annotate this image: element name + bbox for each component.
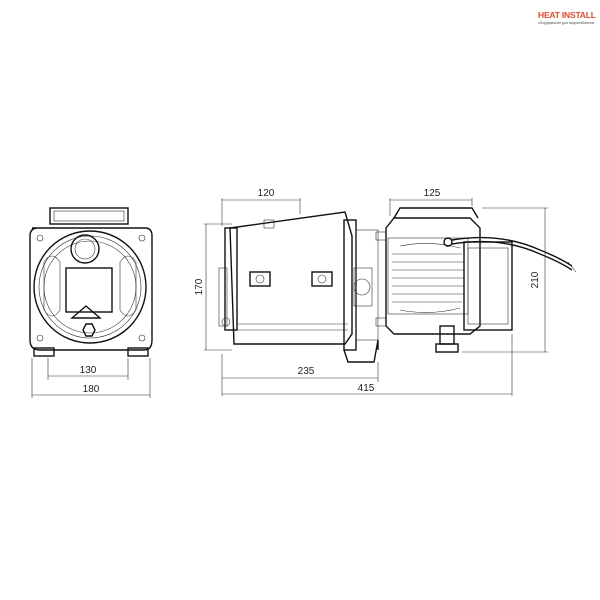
- dim-right-height: 210: [530, 271, 541, 288]
- dim-side-height: 170: [194, 278, 205, 295]
- dim-top-section-right: 125: [424, 188, 441, 199]
- brand-tagline: оборудование для водоснабжения: [538, 21, 595, 25]
- dim-front-inner-width: 130: [80, 365, 97, 376]
- dim-bottom-total: 415: [358, 383, 375, 394]
- dim-top-section-left: 120: [258, 188, 275, 199]
- front-dimensions: [31, 358, 151, 398]
- front-view: [29, 207, 153, 357]
- side-view: [218, 207, 577, 363]
- brand-logo: HEAT INSTALL оборудование для водоснабже…: [538, 10, 596, 36]
- side-dimensions: [204, 198, 548, 396]
- dim-bottom-mid: 235: [298, 366, 315, 377]
- brand-name: HEAT INSTALL: [538, 10, 596, 20]
- dim-front-outer-width: 180: [83, 384, 100, 395]
